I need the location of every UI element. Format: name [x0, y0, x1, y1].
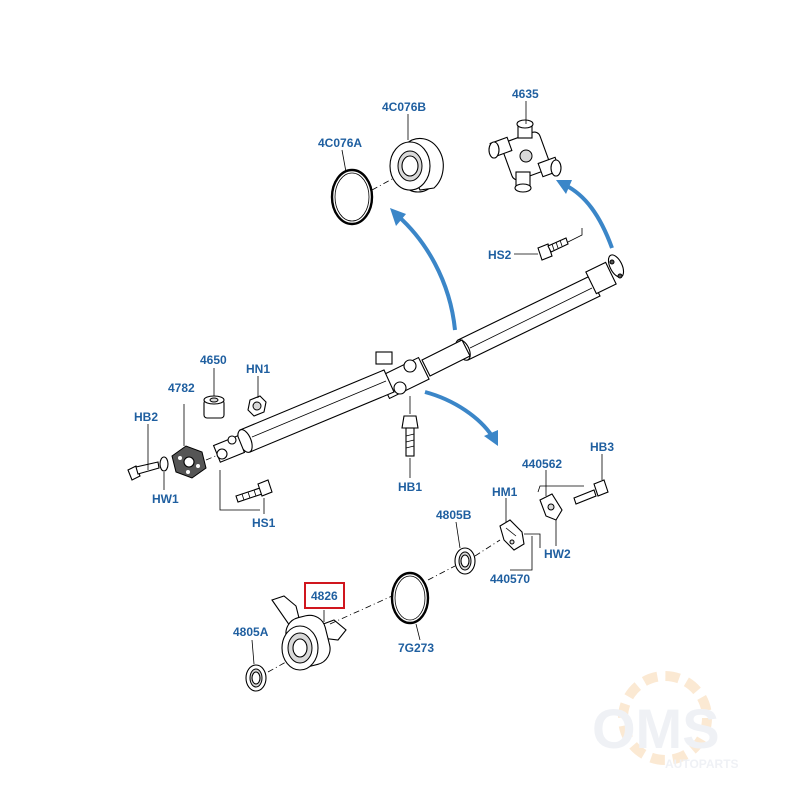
label-7g273: 7G273	[398, 641, 434, 655]
part-7g273-ring	[390, 571, 430, 625]
arrow-to-4c076	[396, 214, 457, 331]
part-4c076b-bearing	[389, 137, 444, 193]
flow-arrows	[390, 180, 614, 446]
highlight-box-4826	[304, 582, 345, 609]
label-4650: 4650	[200, 353, 227, 367]
part-hb3-bolt	[573, 479, 609, 505]
label-440562: 440562	[522, 457, 562, 471]
label-hb1: HB1	[398, 480, 422, 494]
part-4650-bush	[203, 395, 225, 419]
bearing-axis-4	[267, 661, 287, 673]
label-4805b: 4805B	[436, 508, 472, 522]
propeller-shaft	[212, 254, 625, 463]
watermark-gear-icon	[618, 671, 712, 765]
part-hs2-bolt	[537, 237, 569, 261]
watermark-subtext: AUTOPARTS	[665, 757, 739, 771]
label-hm1: HM1	[492, 485, 518, 499]
label-440570: 440570	[490, 572, 530, 586]
part-hw1-washer	[159, 456, 169, 472]
label-hb3: HB3	[590, 440, 614, 454]
part-hs1-bolt	[235, 479, 273, 503]
label-hs2: HS2	[488, 248, 512, 262]
part-4805b-seal	[454, 547, 476, 575]
slip-joint	[421, 339, 471, 377]
part-4635-universal-joint	[488, 119, 562, 193]
label-hb2: HB2	[134, 410, 158, 424]
rear-tube	[457, 275, 601, 361]
bearing-axis-2	[427, 565, 456, 581]
part-hn1-nut	[247, 395, 267, 417]
label-hs1: HS1	[252, 516, 276, 530]
part-labels: 4C076B 4635 4C076A HS2 4650 HN1 4782 HB2…	[134, 87, 614, 655]
label-4826: 4826	[311, 589, 338, 603]
part-440570-clip	[499, 519, 525, 551]
label-hw2: HW2	[544, 547, 571, 561]
label-hw1: HW1	[152, 492, 179, 506]
part-440562-plate	[539, 493, 563, 521]
watermark-text: OMS	[592, 697, 720, 760]
bearing-axis-3	[474, 539, 501, 557]
arrow-to-4635	[564, 183, 614, 249]
rear-flange	[585, 254, 625, 295]
part-hb2-bolt	[127, 461, 160, 481]
front-yoke	[212, 435, 246, 463]
watermark-logo: OMS AUTOPARTS	[592, 671, 739, 771]
part-4805a-seal	[245, 664, 267, 692]
part-4826-center-bearing	[271, 595, 347, 671]
label-hn1: HN1	[246, 362, 270, 376]
label-4c076a: 4C076A	[318, 136, 362, 150]
part-4782-coupling	[171, 445, 207, 479]
bearing-axis-1	[329, 595, 393, 625]
label-4782: 4782	[168, 381, 195, 395]
part-4c076a-ring	[330, 168, 374, 226]
arrow-to-bearing	[424, 390, 494, 438]
label-4805a: 4805A	[233, 625, 269, 639]
part-hb1-bolt	[401, 415, 419, 457]
label-4635: 4635	[512, 87, 539, 101]
leader-lines	[147, 101, 603, 665]
label-4c076b: 4C076B	[382, 100, 426, 114]
